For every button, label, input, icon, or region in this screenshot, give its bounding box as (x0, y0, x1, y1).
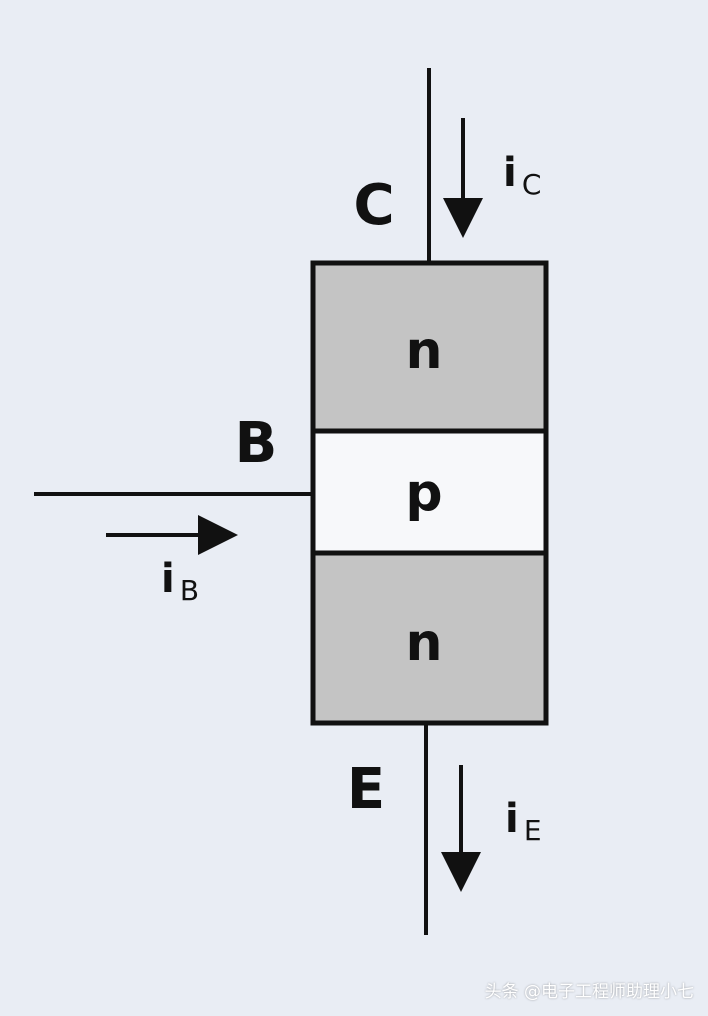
watermark-text: 头条 @电子工程师助理小七 (484, 982, 694, 1002)
emitter-label: E (347, 757, 385, 822)
collector-label: C (353, 173, 394, 238)
middle-region-label: p (405, 463, 442, 523)
emitter-current-subscript: E (524, 814, 542, 847)
collector-current-subscript: C (522, 168, 542, 201)
collector-current-label: i C (503, 150, 541, 201)
middle-p-region (310, 428, 549, 556)
emitter-current-label: i E (505, 796, 542, 847)
base-current-subscript: B (180, 574, 199, 607)
top-region-label: n (405, 321, 442, 381)
base-label: B (235, 411, 278, 476)
collector-current-symbol: i (503, 150, 517, 196)
base-current-symbol: i (161, 556, 175, 602)
emitter-current-symbol: i (505, 796, 519, 842)
bottom-n-region (310, 550, 549, 726)
bottom-region-label: n (405, 613, 442, 673)
top-n-region (310, 260, 549, 434)
base-current-label: i B (161, 556, 199, 607)
